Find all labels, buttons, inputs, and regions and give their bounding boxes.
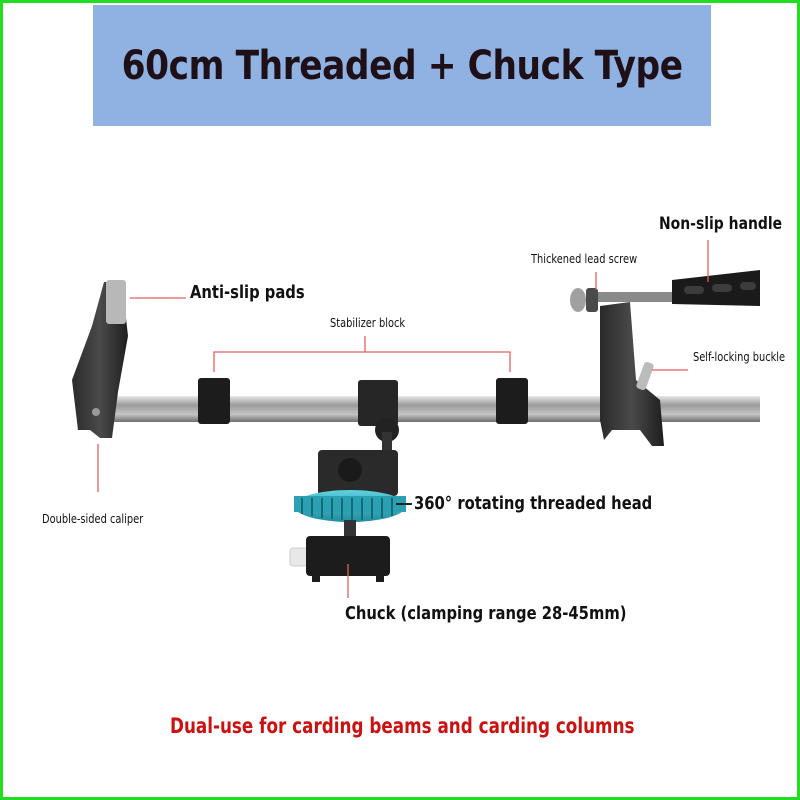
label-stabilizer-block: Stabilizer block (330, 316, 406, 330)
anti-slip-pad (106, 280, 126, 324)
right-jaw (570, 270, 760, 446)
footer-caption: Dual-use for carding beams and carding c… (170, 714, 635, 738)
self-locking-buckle (636, 361, 654, 391)
rotating-threaded-head (294, 490, 406, 522)
left-jaw (72, 280, 128, 438)
non-slip-handle (672, 270, 760, 306)
stabilizer-block-right (496, 378, 528, 424)
center-mount (318, 380, 399, 496)
label-chuck: Chuck (clamping range 28-45mm) (345, 603, 627, 624)
label-anti-slip-pads: Anti-slip pads (190, 282, 305, 303)
label-thickened-lead-screw: Thickened lead screw (531, 252, 638, 266)
label-non-slip-handle: Non-slip handle (659, 214, 783, 234)
leader-lines (97, 240, 709, 598)
page-title: 60cm Threaded + Chuck Type (121, 42, 683, 89)
title-banner: 60cm Threaded + Chuck Type (93, 5, 711, 126)
screw-knob (570, 288, 586, 312)
label-rotating-head: 360° rotating threaded head (414, 493, 653, 514)
lead-screw (596, 292, 680, 302)
chuck (289, 520, 390, 582)
label-double-sided-caliper: Double-sided caliper (42, 512, 144, 526)
label-self-locking-buckle: Self-locking buckle (693, 350, 786, 364)
stabilizer-block-left (198, 378, 230, 424)
